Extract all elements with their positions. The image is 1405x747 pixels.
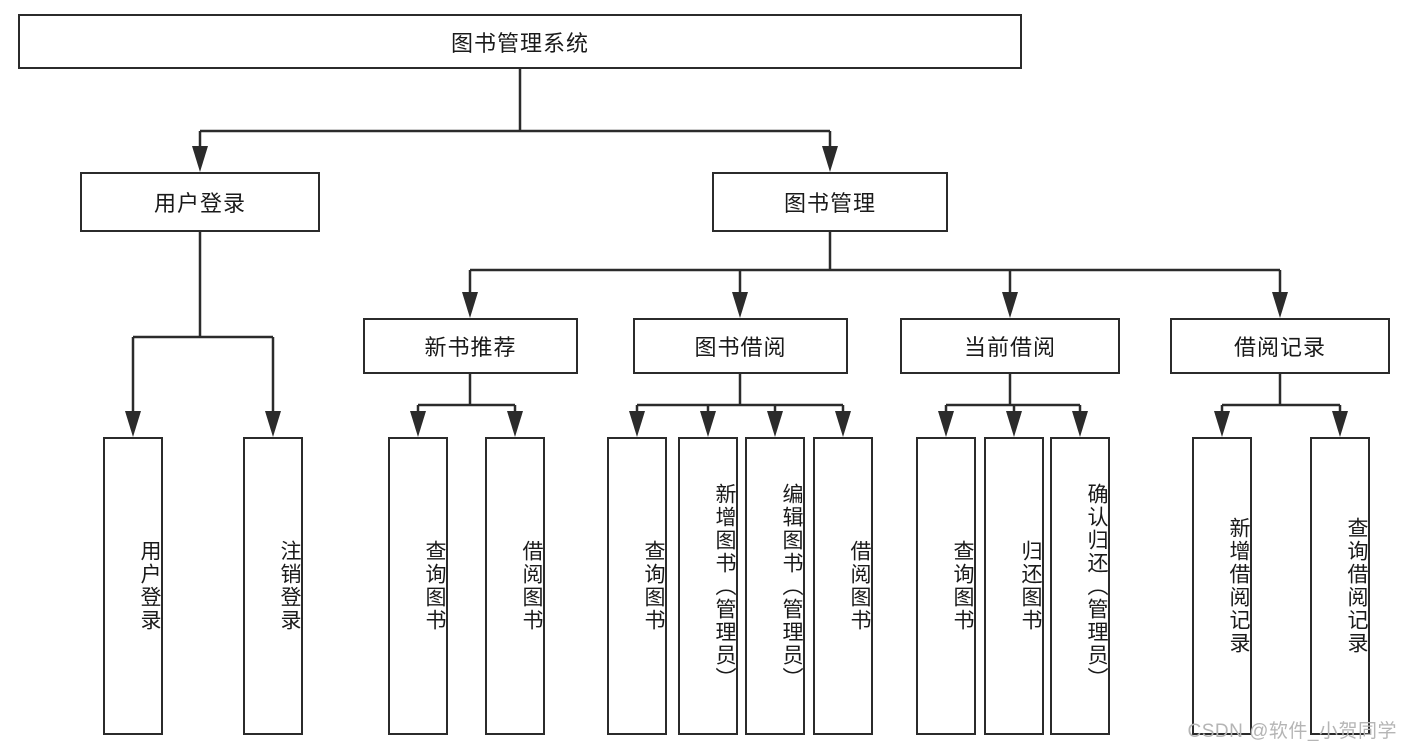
- node-label: 新增借阅记录: [1227, 517, 1250, 655]
- node-current-borrow[interactable]: 当前借阅: [900, 318, 1120, 374]
- node-label: 查询借阅记录: [1345, 517, 1368, 655]
- node-leaf-return-book[interactable]: 归还图书: [984, 437, 1044, 735]
- node-label: 注销登录: [278, 540, 301, 632]
- node-root[interactable]: 图书管理系统: [18, 14, 1022, 69]
- node-label: 借阅图书: [520, 540, 543, 632]
- node-user-login[interactable]: 用户登录: [80, 172, 320, 232]
- node-borrow-record[interactable]: 借阅记录: [1170, 318, 1390, 374]
- watermark: CSDN @软件_小贺同学: [1187, 721, 1397, 742]
- node-label: 查询图书: [423, 540, 446, 632]
- node-leaf-query-book-1[interactable]: 查询图书: [388, 437, 448, 735]
- node-leaf-edit-book[interactable]: 编辑图书（管理员）: [745, 437, 805, 735]
- node-label: 查询图书: [951, 540, 974, 632]
- node-label: 用户登录: [153, 191, 246, 216]
- node-new-book-recommend[interactable]: 新书推荐: [363, 318, 578, 374]
- node-leaf-user-logout[interactable]: 注销登录: [243, 437, 303, 735]
- node-leaf-confirm-return[interactable]: 确认归还（管理员）: [1050, 437, 1110, 735]
- node-label: 图书管理系统: [450, 30, 589, 56]
- node-label: 借阅记录: [1233, 335, 1326, 360]
- node-book-borrow[interactable]: 图书借阅: [633, 318, 848, 374]
- node-label: 借阅图书: [848, 540, 871, 632]
- node-leaf-add-book[interactable]: 新增图书（管理员）: [678, 437, 738, 735]
- node-leaf-query-book-3[interactable]: 查询图书: [916, 437, 976, 735]
- node-book-management[interactable]: 图书管理: [712, 172, 948, 232]
- node-label: 用户登录: [138, 540, 161, 632]
- node-label: 编辑图书（管理员）: [780, 482, 803, 690]
- node-leaf-borrow-book-2[interactable]: 借阅图书: [813, 437, 873, 735]
- node-leaf-query-record[interactable]: 查询借阅记录: [1310, 437, 1370, 735]
- node-label: 当前借阅: [963, 335, 1056, 360]
- node-leaf-borrow-book-1[interactable]: 借阅图书: [485, 437, 545, 735]
- node-leaf-query-book-2[interactable]: 查询图书: [607, 437, 667, 735]
- node-label: 新增图书（管理员）: [713, 482, 736, 690]
- node-label: 图书管理: [783, 191, 876, 216]
- node-label: 图书借阅: [694, 335, 787, 360]
- node-label: 新书推荐: [424, 335, 517, 360]
- node-label: 归还图书: [1019, 540, 1042, 632]
- node-leaf-user-login[interactable]: 用户登录: [103, 437, 163, 735]
- node-label: 确认归还（管理员）: [1085, 482, 1108, 690]
- node-leaf-add-record[interactable]: 新增借阅记录: [1192, 437, 1252, 735]
- node-label: 查询图书: [642, 540, 665, 632]
